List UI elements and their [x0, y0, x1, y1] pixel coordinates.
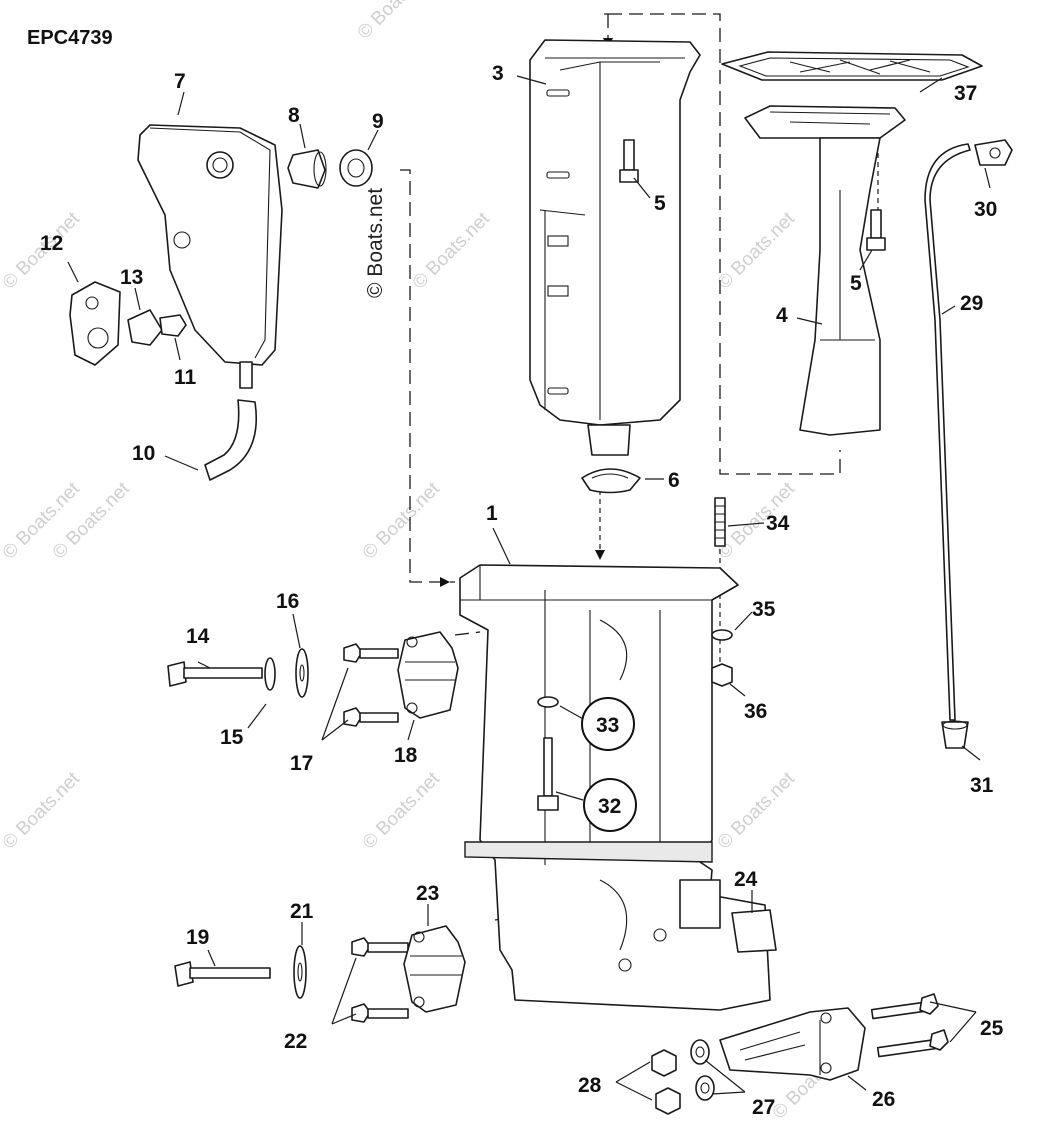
- part-17-bolt-b: [343, 707, 399, 727]
- callout-37: 37: [954, 82, 977, 105]
- callout-26: 26: [872, 1088, 895, 1111]
- callout-23: 23: [416, 882, 439, 905]
- part-29-water-tube: [924, 143, 971, 721]
- watermark: © Boats.net: [354, 0, 440, 44]
- part-21-washer: [293, 945, 307, 999]
- watermark: © Boats.net: [0, 768, 84, 854]
- part-25-bolt-b: [876, 1029, 949, 1058]
- callout-21: 21: [290, 900, 314, 923]
- callout-1: 1: [486, 502, 498, 525]
- watermark: © Boats.net: [359, 768, 445, 854]
- part-25-bolt-a: [870, 993, 939, 1020]
- part-7-reservoir: [137, 124, 283, 389]
- leader-lines: [67, 13, 991, 1101]
- part-5-screw-upper: [619, 139, 639, 183]
- part-15-washer: [264, 657, 276, 691]
- part-27-washer-b: [695, 1075, 715, 1101]
- callout-31: 31: [970, 774, 994, 797]
- callout-3: 3: [492, 62, 504, 85]
- callout-17: 17: [290, 752, 313, 775]
- callout-15: 15: [220, 726, 244, 749]
- callout-9: 9: [372, 110, 384, 133]
- callout-35: 35: [752, 598, 776, 621]
- callout-18: 18: [394, 744, 418, 767]
- callout-34: 34: [766, 512, 790, 535]
- part-30-grommet: [974, 139, 1013, 166]
- callout-5-upper: 5: [654, 192, 666, 215]
- part-27-washer-a: [690, 1039, 710, 1065]
- callout-27: 27: [752, 1096, 775, 1119]
- part-37-gasket: [721, 51, 983, 81]
- part-33-washer: [537, 696, 559, 708]
- watermark: © Boats.net: [409, 208, 495, 294]
- part-12-cover: [69, 281, 121, 366]
- callout-4: 4: [776, 304, 788, 327]
- part-35-washer: [711, 629, 733, 641]
- part-3-exhaust-housing: [529, 39, 701, 456]
- callout-badge-32: [583, 778, 637, 832]
- part-16-washer: [295, 648, 309, 698]
- part-28-nut-b: [655, 1087, 681, 1115]
- part-32-screw: [537, 737, 559, 811]
- part-18-mount: [397, 631, 459, 719]
- part-28-nut-a: [651, 1049, 677, 1077]
- callout-12: 12: [40, 232, 63, 255]
- part-9-grommet: [339, 149, 373, 187]
- part-19-bolt: [174, 961, 271, 987]
- watermark: © Boats.net: [714, 208, 800, 294]
- part-14-bolt: [167, 661, 263, 687]
- watermark: © Boats.net: [359, 478, 445, 564]
- callout-25: 25: [980, 1017, 1004, 1040]
- callout-19: 19: [186, 926, 209, 949]
- callout-16: 16: [276, 590, 299, 613]
- part-24-block: [731, 909, 777, 953]
- callout-22: 22: [284, 1030, 307, 1053]
- callout-11: 11: [174, 366, 197, 389]
- part-17-bolt-a: [343, 643, 399, 663]
- part-5-screw-lower: [866, 209, 886, 251]
- callout-5-lower: 5: [850, 272, 862, 295]
- callout-10: 10: [132, 442, 155, 465]
- part-31-grommet: [941, 720, 969, 749]
- callout-14: 14: [186, 625, 210, 648]
- part-13-fitting: [127, 309, 163, 346]
- part-23-mount: [403, 925, 466, 1013]
- part-22-bolt-b: [351, 1003, 409, 1023]
- part-6-seal: [581, 468, 641, 494]
- callout-32: 32: [598, 795, 621, 818]
- callout-24: 24: [734, 868, 758, 891]
- callout-6: 6: [668, 469, 680, 492]
- callout-badge-33: [581, 697, 635, 751]
- watermark: © Boats.net: [714, 768, 800, 854]
- part-22-bolt-a: [351, 937, 409, 957]
- copyright-mark: © Boats.net: [364, 188, 387, 298]
- callout-labels: 3 7 8 9 12 13 11 10 5 5 4 37 30 29 6 1 3…: [40, 62, 1004, 1119]
- callout-33: 33: [596, 714, 619, 737]
- part-10-hose: [204, 399, 258, 481]
- part-26-bracket: [719, 1007, 866, 1081]
- part-4-adaptor: [744, 105, 906, 436]
- diagram-reference-code: EPC4739: [27, 27, 113, 49]
- part-8-fitting: [287, 149, 327, 189]
- part-34-stud: [714, 497, 726, 547]
- callout-29: 29: [960, 292, 983, 315]
- callout-8: 8: [288, 104, 300, 127]
- callout-13: 13: [120, 266, 143, 289]
- part-11-fitting: [159, 314, 187, 337]
- part-36-nut: [711, 663, 733, 687]
- callout-7: 7: [174, 70, 186, 93]
- callout-30: 30: [974, 198, 997, 221]
- callout-36: 36: [744, 700, 767, 723]
- callout-28: 28: [578, 1074, 602, 1097]
